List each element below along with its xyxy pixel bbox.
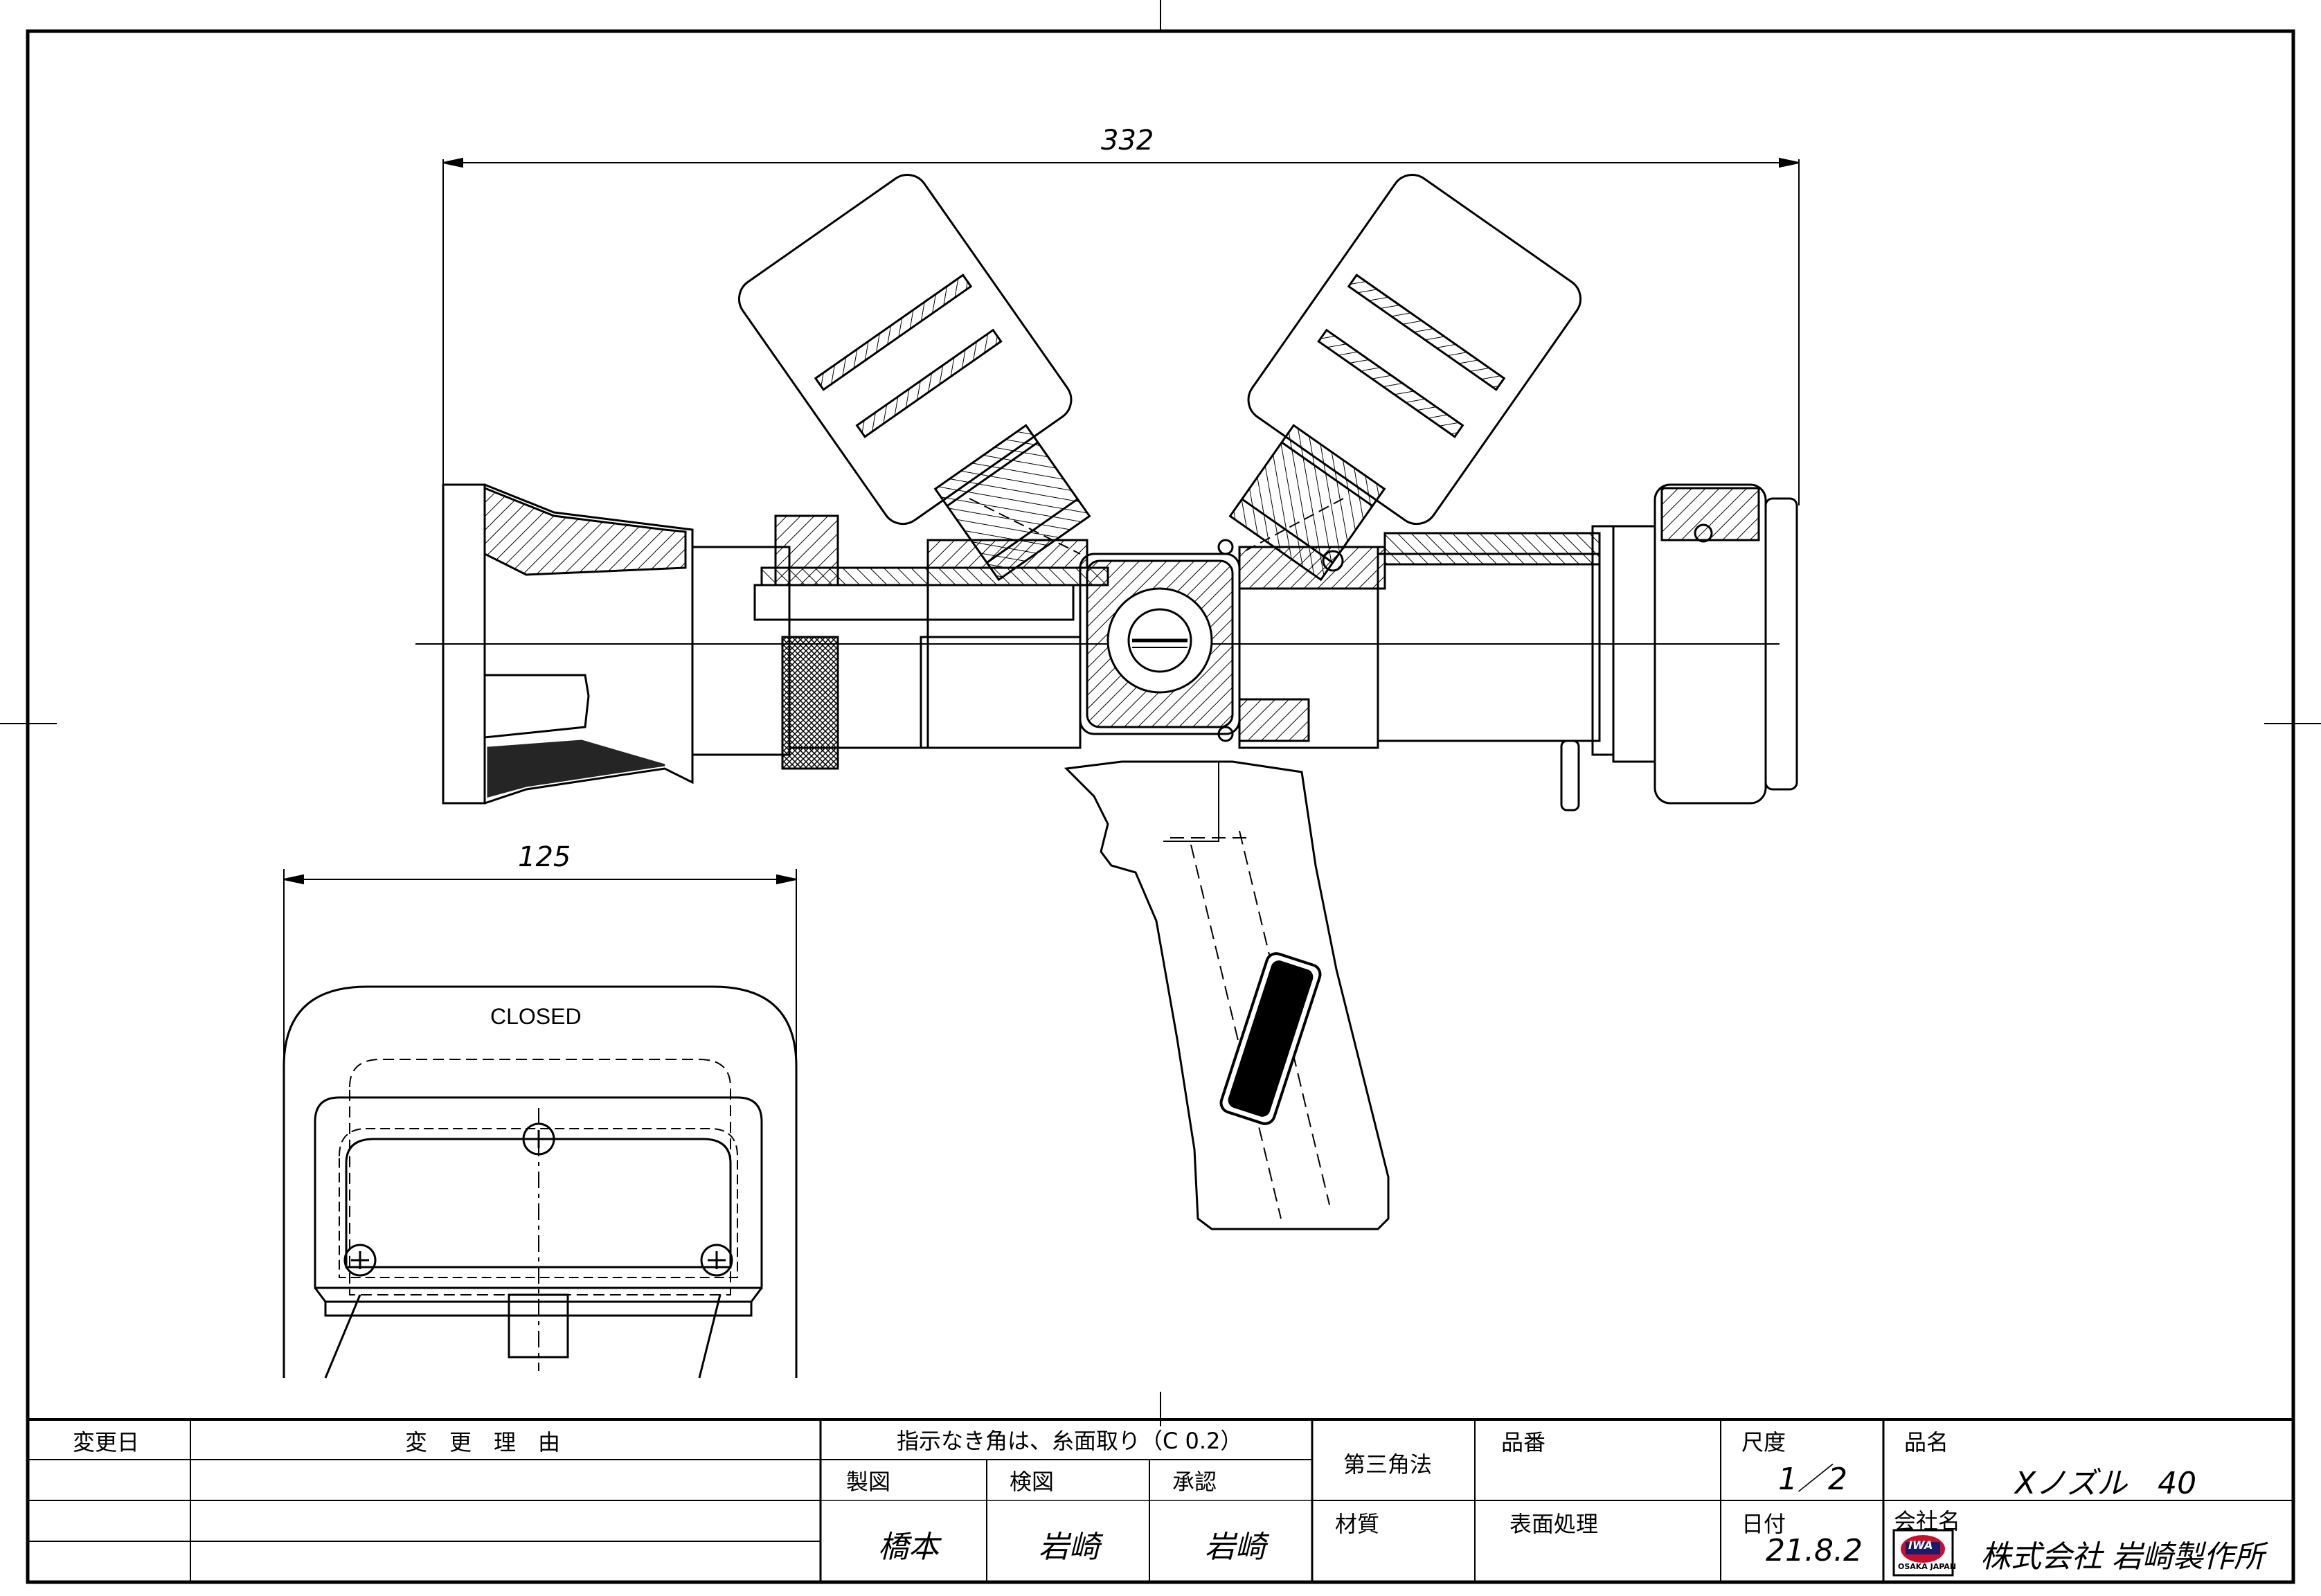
view-label-closed: CLOSED	[490, 1004, 582, 1029]
product-label: 品名	[1904, 1429, 1949, 1455]
material-label: 材質	[1335, 1511, 1380, 1537]
product-value: Xノズル 40	[2015, 1466, 2197, 1501]
projection-method: 第三角法	[1343, 1451, 1433, 1478]
company-logo	[1892, 1529, 1954, 1577]
drawn-value: 橋本	[878, 1530, 939, 1565]
checked-label: 検図	[1010, 1469, 1055, 1495]
part-no-label: 品番	[1501, 1429, 1546, 1455]
approved-value: 岩崎	[1205, 1530, 1266, 1565]
scale-label: 尺度	[1741, 1429, 1786, 1455]
revision-date-header: 変更日	[73, 1429, 140, 1455]
approved-label: 承認	[1172, 1469, 1217, 1495]
sheet-frame	[26, 29, 2295, 1584]
drawn-label: 製図	[846, 1469, 891, 1495]
dimension-125-label: 125	[518, 841, 571, 873]
surface-label: 表面処理	[1509, 1511, 1599, 1537]
logo-caption: OSAKA JAPAN	[1898, 1562, 1957, 1571]
revision-reason-header: 変 更 理 由	[405, 1429, 561, 1455]
checked-value: 岩崎	[1039, 1530, 1100, 1565]
end-view	[283, 985, 798, 1379]
company-value: 株式会社 岩崎製作所	[1980, 1539, 2264, 1575]
date-label: 日付	[1741, 1511, 1786, 1537]
dimension-handle	[283, 869, 797, 1066]
dimension-overall	[442, 157, 1800, 505]
chamfer-note: 指示なき角は、糸面取り（C 0.2）	[897, 1428, 1243, 1454]
title-block-grid	[28, 1418, 2293, 1582]
scale-value: 1／2	[1778, 1462, 1847, 1497]
date-value: 21.8.2	[1766, 1533, 1863, 1568]
company-label: 会社名	[1894, 1508, 1961, 1534]
dimension-332-label: 332	[1101, 125, 1154, 156]
nozzle-assembly	[415, 174, 1798, 1230]
logo-text: IWA	[1908, 1539, 1933, 1552]
